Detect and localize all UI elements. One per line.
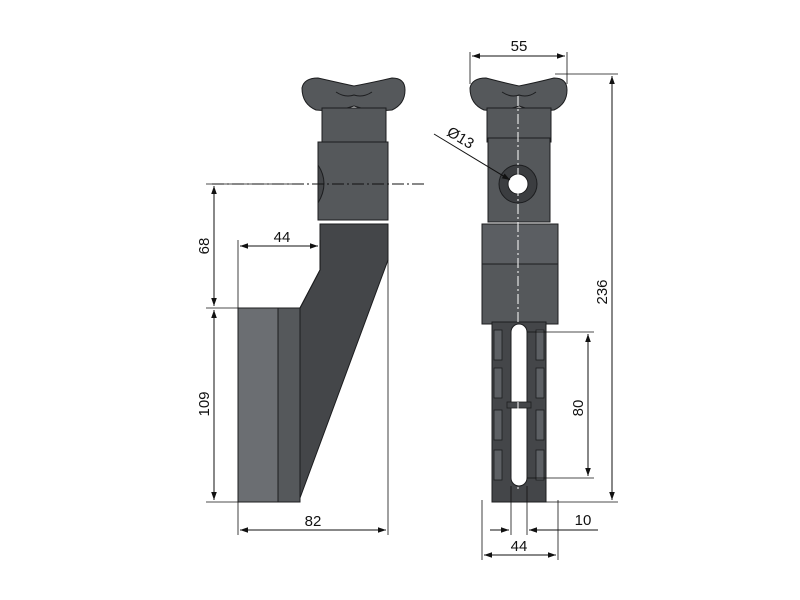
front-view-dimensions: 55 Ø13 236 80 10 44: [433, 38, 618, 560]
dim-label-44-side: 44: [274, 229, 291, 246]
side-view-knob: [301, 77, 406, 111]
dim-label-bore: Ø13: [444, 124, 477, 153]
side-view-upper-cylinder: [321, 107, 387, 143]
dim-leader-bore: [433, 133, 511, 181]
dim-label-82: 82: [305, 513, 322, 530]
front-view-ribs: [493, 329, 545, 481]
side-view-arm: [299, 223, 389, 499]
dim-label-109: 109: [196, 391, 213, 416]
front-view: [469, 77, 568, 503]
side-view-dimensions: 68 109 44 82: [196, 183, 389, 535]
dim-label-68: 68: [196, 238, 213, 255]
front-view-upper-cylinder: [486, 107, 552, 143]
dim-label-44-front: 44: [511, 538, 528, 555]
dim-label-236: 236: [594, 279, 611, 304]
dim-label-55: 55: [511, 38, 528, 55]
dim-label-80: 80: [570, 400, 587, 417]
side-view-clamp-body: [317, 141, 389, 221]
side-view: [212, 77, 425, 503]
side-view-jaw-face: [237, 307, 279, 503]
dim-label-10: 10: [575, 512, 592, 529]
